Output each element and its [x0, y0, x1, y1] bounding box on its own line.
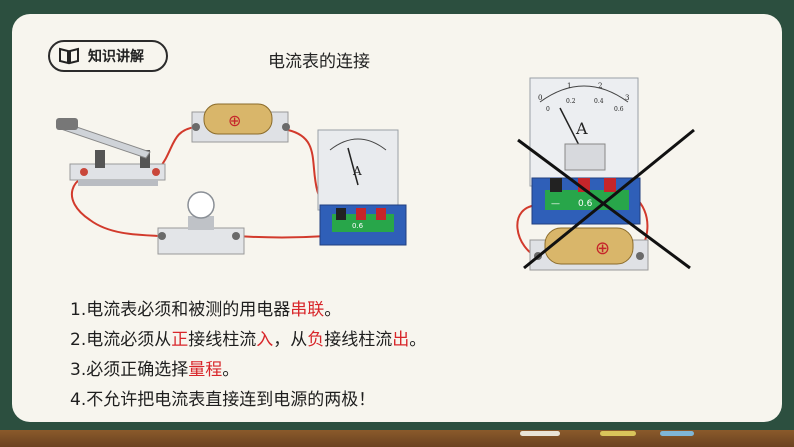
chalk-white — [520, 431, 560, 436]
cross-mark — [517, 128, 695, 270]
highlight-text: 出 — [392, 330, 410, 350]
ammeter-large-minus: — — [551, 199, 560, 209]
scale-bottom-2: 0.4 — [594, 98, 604, 105]
scale-bottom-0: 0 — [546, 106, 550, 113]
book-icon — [59, 47, 79, 65]
chalk-blue — [660, 431, 694, 436]
chalk-yellow — [600, 431, 636, 436]
key-point-2: 2.电流必须从正接线柱流入，从负接线柱流出。 — [70, 325, 426, 355]
scale-top-0: 0 — [538, 94, 542, 102]
battery-plus-symbol: ⊕ — [228, 111, 241, 130]
knife-switch — [56, 118, 166, 186]
ammeter-large: 0 1 2 3 0 0.2 0.4 0.6 A — 0.6 — [529, 77, 641, 225]
light-bulb — [157, 191, 245, 255]
point-text: 。 — [222, 360, 240, 380]
point-text: 。 — [324, 300, 342, 320]
page-title: 电流表的连接 — [268, 52, 370, 72]
ammeter-large-unit: A — [575, 119, 588, 138]
point-text: 接线柱流 — [188, 330, 257, 350]
scale-bottom-1: 0.2 — [566, 98, 576, 105]
scale-top-1: 1 — [567, 82, 571, 90]
scale-top-3: 3 — [625, 94, 629, 102]
highlight-text: 负 — [307, 330, 325, 350]
section-badge-label: 知识讲解 — [88, 49, 144, 65]
point-text: 。 — [409, 330, 427, 350]
section-badge: 知识讲解 — [48, 40, 168, 72]
ammeter-small: A 0.6 — [317, 129, 407, 246]
scale-bottom-3: 0.6 — [614, 106, 624, 113]
point-text: 4.不允许把电流表直接连到电源的两极！ — [70, 390, 376, 410]
highlight-text: 量程 — [188, 360, 223, 380]
ammeter-small-unit: A — [352, 164, 362, 178]
chalk-ledge — [0, 430, 794, 447]
battery-cell-large: ⊕ — [529, 227, 649, 271]
scale-top-2: 2 — [598, 82, 602, 90]
key-points: 1.电流表必须和被测的用电器串联。2.电流必须从正接线柱流入，从负接线柱流出。3… — [70, 295, 426, 415]
highlight-text: 串联 — [290, 300, 325, 320]
highlight-text: 入 — [256, 330, 274, 350]
key-point-4: 4.不允许把电流表直接连到电源的两极！ — [70, 385, 426, 415]
battery-large-plus-symbol: ⊕ — [595, 238, 610, 259]
point-text: 1.电流表必须和被测的用电器 — [70, 300, 291, 320]
highlight-text: 正 — [171, 330, 189, 350]
key-point-1: 1.电流表必须和被测的用电器串联。 — [70, 295, 426, 325]
point-text: ，从 — [273, 330, 308, 350]
point-text: 2.电流必须从 — [70, 330, 172, 350]
battery-cell: ⊕ — [191, 103, 290, 143]
ammeter-small-range: 0.6 — [352, 222, 364, 230]
ammeter-large-range: 0.6 — [578, 199, 593, 209]
key-point-3: 3.必须正确选择量程。 — [70, 355, 426, 385]
point-text: 3.必须正确选择 — [70, 360, 189, 380]
point-text: 接线柱流 — [324, 330, 393, 350]
